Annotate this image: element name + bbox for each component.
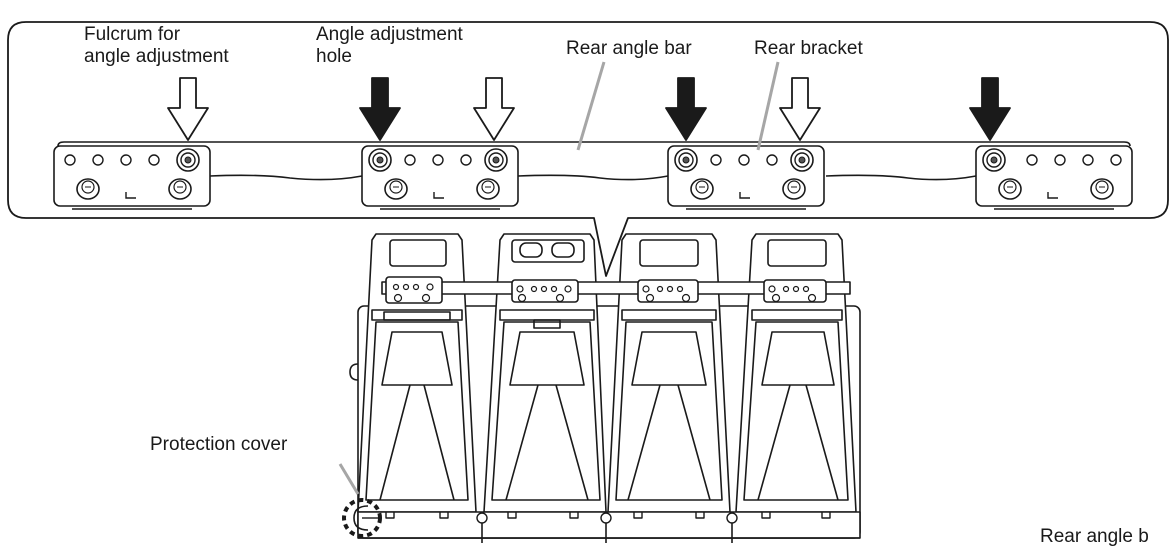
rear-bracket-2 xyxy=(361,145,519,210)
filled-arrow-4 xyxy=(665,77,707,141)
leader-rear-bracket xyxy=(756,61,780,151)
bottom-slots xyxy=(385,512,831,519)
label-angle-adjustment-hole: Angle adjustment hole xyxy=(316,24,463,67)
callout-outline xyxy=(7,21,1169,277)
callout-bubble xyxy=(7,21,1169,277)
rear-angle-bar xyxy=(57,141,1131,147)
label-rear-angle-bar: Rear angle bar xyxy=(566,38,692,59)
rear-brackets xyxy=(53,145,1133,210)
bottom-screws xyxy=(476,512,738,524)
speaker-unit-3 xyxy=(607,233,731,513)
label-protection-cover: Protection cover xyxy=(150,434,288,455)
label-fulcrum: Fulcrum for angle adjustment xyxy=(84,24,229,67)
outline-arrow-1 xyxy=(167,77,209,141)
leader-protection-cover xyxy=(338,463,360,495)
label-rear-bracket: Rear bracket xyxy=(754,38,863,59)
filled-arrow-2 xyxy=(359,77,401,141)
speaker-assembly xyxy=(349,233,861,543)
adjustment-arrows xyxy=(167,77,1011,141)
outline-arrow-3 xyxy=(473,77,515,141)
speaker-unit-2 xyxy=(483,233,607,513)
speaker-unit-4 xyxy=(735,233,857,513)
label-rear-angle-bar-cut: Rear angle b xyxy=(1040,526,1149,547)
lower-bracket-holes xyxy=(392,283,817,303)
filled-arrow-6 xyxy=(969,77,1011,141)
rear-bracket-3 xyxy=(667,145,825,210)
rear-bracket-4 xyxy=(975,145,1133,210)
rear-bracket-1 xyxy=(53,145,211,210)
side-tab xyxy=(349,363,359,381)
leader-rear-angle-bar xyxy=(576,61,606,151)
protection-cover xyxy=(338,463,382,538)
outline-arrow-5 xyxy=(779,77,821,141)
speaker-unit-1 xyxy=(357,233,477,513)
